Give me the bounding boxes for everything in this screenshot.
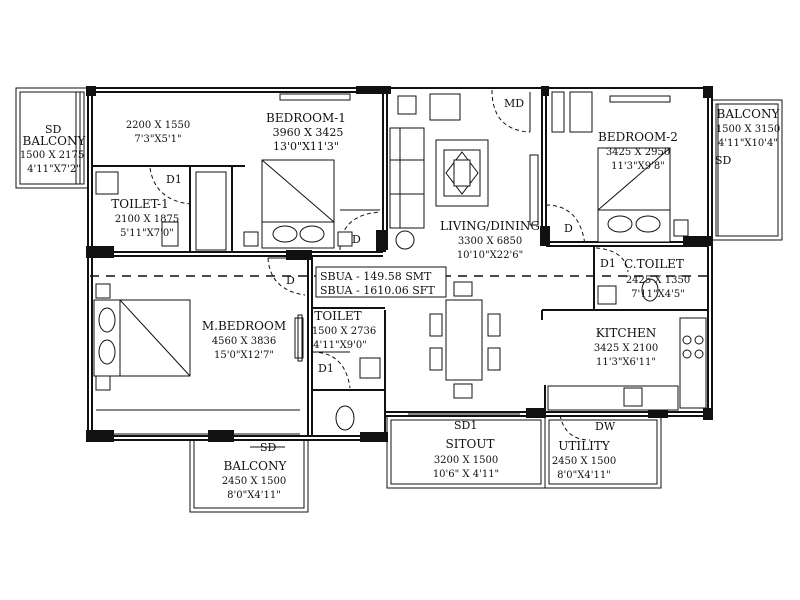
door-swings <box>149 89 629 441</box>
room-balcony-right: BALCONY 1500 X 3150 4'11"X10'4" <box>716 107 781 149</box>
area-smt: SBUA - 149.58 SMT <box>320 270 432 283</box>
room-toilet: TOILET 1500 X 2736 4'11"X9'0" <box>312 309 376 351</box>
door-label-d1: D1 <box>318 362 334 375</box>
outer-spaces <box>15 87 783 513</box>
room-dimension-ft: 5'11"X7'0" <box>120 228 174 239</box>
plant-icon <box>395 230 415 250</box>
wardrobe-icon <box>96 409 300 435</box>
room-dimension: 3200 X 1500 <box>434 455 498 466</box>
armchair-icon <box>429 93 461 121</box>
room-m-bedroom: M.BEDROOM 4560 X 3836 15'0"X12'7" <box>202 319 286 361</box>
furniture <box>93 91 707 435</box>
room-dimension: 1500 X 2736 <box>312 326 376 337</box>
windows <box>279 91 671 362</box>
tv-unit-icon <box>397 95 417 115</box>
room-name: BEDROOM-2 <box>598 130 678 144</box>
room-dimension-ft: 13'0"X11'3" <box>273 140 339 153</box>
door-label-md: MD <box>504 97 524 110</box>
area-sft: SBUA - 1610.06 SFT <box>320 284 435 297</box>
room-dimension-ft: 4'11"X7'2" <box>27 164 81 175</box>
room-dimension-ft: 7'11"X4'5" <box>631 289 685 300</box>
wardrobe-icon <box>569 91 593 133</box>
kitchen-counter-icon <box>547 317 707 411</box>
room-c-toilet: C.TOILET 2425 X 1350 7'11"X4'5" <box>624 257 690 300</box>
room-dimension-ft: 8'0"X4'11" <box>557 470 611 481</box>
room-dimension-ft: 4'11"X9'0" <box>313 340 367 351</box>
room-name: LIVING/DINING <box>440 219 540 233</box>
door-label-sd1: SD1 <box>454 419 477 432</box>
room-utility: UTILITY 2450 X 1500 8'0"X4'11" <box>552 439 616 481</box>
wash-basin-icon <box>597 285 617 305</box>
area-box: SBUA - 149.58 SMT SBUA - 1610.06 SFT <box>315 266 447 298</box>
room-dimension-ft: 11'3"X9'8" <box>611 161 665 172</box>
room-balcony-bottom: BALCONY 2450 X 1500 8'0"X4'11" <box>222 459 288 501</box>
door-label-sd: SD <box>260 441 277 454</box>
room-dimension: 1500 X 3150 <box>716 124 780 135</box>
door-label-dw: DW <box>595 420 616 433</box>
room-dimension: 2425 X 1350 <box>626 275 690 286</box>
door-label-d: D <box>286 274 295 287</box>
wardrobe-icon <box>195 171 227 251</box>
room-name: BEDROOM-1 <box>266 111 346 125</box>
rug-icon <box>435 139 489 207</box>
dining-table-icon <box>429 281 501 399</box>
room-dimension: 2450 X 1500 <box>552 456 616 467</box>
room-dimension-ft: 7'3"X5'1" <box>134 134 181 145</box>
columns <box>86 86 713 442</box>
room-bedroom-1: BEDROOM-1 3960 X 3425 13'0"X11'3" <box>266 111 346 153</box>
bed-icon <box>597 147 689 243</box>
room-dimension-ft: 10'6" X 4'11" <box>433 469 499 480</box>
room-dimension-ft: 4'11"X10'4" <box>718 138 778 149</box>
room-dimension: 2100 X 1875 <box>115 214 179 225</box>
door-labels: MD D1 D D D D1 D1 SD SD SD SD1 DW <box>45 97 732 454</box>
door-label-d1: D1 <box>166 173 182 186</box>
room-dimension-ft: 15'0"X12'7" <box>214 350 274 361</box>
room-bedroom-2: BEDROOM-2 3425 X 2950 11'3"X9'8" <box>598 130 678 172</box>
room-dimension: 3425 X 2950 <box>606 147 670 158</box>
door-label-d: D <box>564 222 573 235</box>
room-name: C.TOILET <box>624 257 684 271</box>
room-kitchen: KITCHEN 3425 X 2100 11'3"X6'11" <box>594 326 658 368</box>
door-label-sd: SD <box>45 123 62 136</box>
room-living-dining: LIVING/DINING 3300 X 6850 10'10"X22'6" <box>440 219 540 261</box>
room-dimension: 2450 X 1500 <box>222 476 286 487</box>
room-name: BALCONY <box>23 134 87 148</box>
sofa-icon <box>389 127 425 229</box>
room-dimension: 3960 X 3425 <box>273 126 344 139</box>
room-dimension-ft: 8'0"X4'11" <box>227 490 281 501</box>
room-name: BALCONY <box>224 459 288 473</box>
door-label-sd: SD <box>715 154 732 167</box>
room-sitout: SITOUT 3200 X 1500 10'6" X 4'11" <box>433 437 499 480</box>
room-toilet-1: TOILET-1 2100 X 1875 5'11"X7'0" <box>111 197 179 239</box>
wc-icon <box>335 405 355 431</box>
room-name: M.BEDROOM <box>202 319 286 333</box>
wash-basin-icon <box>95 171 119 195</box>
room-name: BALCONY <box>717 107 781 121</box>
room-wardrobe: 2200 X 1550 7'3"X5'1" <box>126 120 190 145</box>
door-label-d: D <box>352 233 361 246</box>
wc-icon <box>641 278 659 302</box>
room-name: UTILITY <box>558 439 611 453</box>
wc-icon <box>161 221 179 247</box>
room-balcony-left: BALCONY 1500 X 2175 4'11"X7'2" <box>20 134 87 175</box>
room-dimension: 4560 X 3836 <box>212 336 276 347</box>
room-dimension: 3300 X 6850 <box>458 236 522 247</box>
room-name: TOILET <box>314 309 361 323</box>
room-name: TOILET-1 <box>111 197 168 211</box>
room-dimension: 3425 X 2100 <box>594 343 658 354</box>
door-label-d1: D1 <box>600 257 616 270</box>
bed-icon <box>93 283 191 391</box>
room-dimension-ft: 11'3"X6'11" <box>596 357 656 368</box>
room-name: KITCHEN <box>596 326 657 340</box>
bed-icon <box>243 159 353 249</box>
room-dimension-ft: 10'10"X22'6" <box>457 250 523 261</box>
wash-basin-icon <box>359 357 381 379</box>
room-dimension: 2200 X 1550 <box>126 120 190 131</box>
room-dimension: 1500 X 2175 <box>20 150 84 161</box>
room-name: SITOUT <box>446 437 495 451</box>
